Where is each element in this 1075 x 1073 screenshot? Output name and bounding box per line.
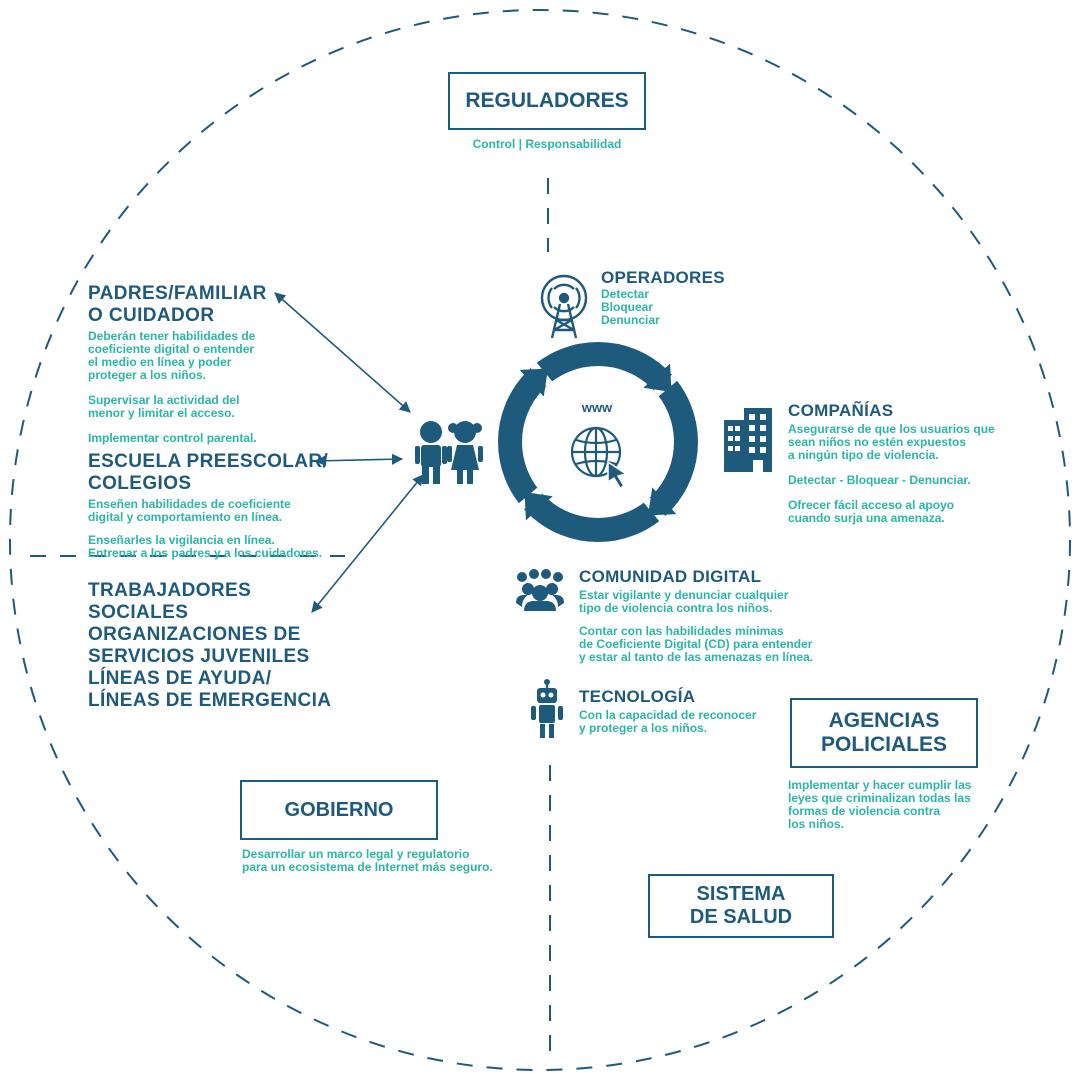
robot-icon — [531, 679, 563, 738]
tecnologia-title: TECNOLOGÍA — [579, 687, 696, 706]
operadores-item-bloquear: Bloquear — [601, 300, 654, 314]
padres-text-1: Deberán tener habilidades de coeficiente… — [88, 329, 256, 382]
agencias-text-1: Implementar y hacer cumplir las leyes qu… — [788, 778, 972, 831]
padres-text-3: Implementar control parental. — [88, 431, 257, 445]
community-people-icon — [516, 569, 564, 611]
agencias-title-line1: AGENCIAS — [828, 709, 940, 732]
companias-text-1: Asegurarse de que los usuarios que sean … — [788, 422, 995, 462]
antenna-tower-icon — [540, 274, 588, 339]
padres-title-line2: O CUIDADOR — [88, 305, 215, 326]
padres-title-line1: PADRES/FAMILIAR — [88, 283, 267, 304]
companias-block: COMPAÑÍAS Asegurarse de que los usuarios… — [788, 401, 1038, 525]
comunidad-text-1: Estar vigilante y denunciar cualquier ti… — [579, 588, 789, 615]
www-label: www — [581, 400, 613, 415]
operadores-item-denunciar: Denunciar — [601, 313, 660, 327]
trabajadores-line-4: SERVICIOS JUVENILES — [88, 646, 310, 667]
companias-text-2: Detectar - Bloquear - Denunciar. — [788, 473, 971, 487]
globe-cursor-icon — [570, 426, 628, 489]
gobierno-box: GOBIERNO — [240, 780, 438, 840]
tecnologia-block: TECNOLOGÍA Con la capacidad de reconocer… — [579, 687, 789, 735]
reguladores-box: REGULADORES — [448, 72, 646, 130]
padres-block: PADRES/FAMILIAR O CUIDADOR Deberán tener… — [88, 283, 318, 445]
escuela-text-2: Enseñarles la vigilancia en línea. Entre… — [88, 533, 323, 560]
operadores-block: OPERADORES Detectar Bloquear Denunciar — [601, 268, 725, 327]
salud-title-line2: DE SALUD — [689, 906, 793, 928]
companias-title: COMPAÑÍAS — [788, 401, 894, 420]
operadores-item-detectar: Detectar — [601, 287, 650, 301]
comunidad-text-2: Contar con las habilidades mínimas de Co… — [579, 624, 814, 664]
comunidad-block: COMUNIDAD DIGITAL Estar vigilante y denu… — [579, 567, 869, 664]
reguladores-subtitle: Control | Responsabilidad — [472, 137, 622, 151]
escuela-block: ESCUELA PREESCOLAR/ COLEGIOS Enseñen hab… — [88, 451, 358, 560]
building-icon — [724, 408, 772, 472]
salud-title-line1: SISTEMA — [696, 883, 786, 905]
arrow-trabajadores — [311, 474, 424, 613]
agencias-box: AGENCIAS POLICIALES — [790, 698, 978, 768]
gobierno-text-1: Desarrollar un marco legal y regulatorio… — [242, 847, 493, 874]
companias-text-3: Ofrecer fácil acceso al apoyo cuando sur… — [788, 498, 955, 525]
agencias-title-line2: POLICIALES — [820, 733, 947, 756]
escuela-title-line1: ESCUELA PREESCOLAR/ — [88, 451, 329, 472]
escuela-text-1: Enseñen habilidades de coeficiente digit… — [88, 497, 291, 524]
outer-dashed-circle — [9, 9, 1071, 1071]
escuela-title-line2: COLEGIOS — [88, 473, 192, 494]
padres-text-2: Supervisar la actividad del menor y limi… — [88, 393, 240, 420]
cycle-ring — [498, 342, 698, 542]
trabajadores-line-6: LÍNEAS DE EMERGENCIA — [88, 690, 332, 711]
reguladores-title: REGULADORES — [465, 89, 629, 112]
arrow-padres — [274, 292, 411, 413]
trabajadores-line-2: SOCIALES — [88, 602, 189, 623]
trabajadores-line-5: LÍNEAS DE AYUDA/ — [88, 668, 272, 689]
operadores-title: OPERADORES — [601, 268, 725, 287]
tecnologia-text-1: Con la capacidad de reconocer y proteger… — [579, 708, 757, 735]
arrow-escuela — [314, 453, 404, 467]
comunidad-title: COMUNIDAD DIGITAL — [579, 567, 762, 586]
trabajadores-line-1: TRABAJADORES — [88, 580, 252, 601]
children-icon — [415, 421, 483, 484]
trabajadores-block: TRABAJADORES SOCIALES ORGANIZACIONES DE … — [88, 580, 348, 712]
gobierno-title: GOBIERNO — [284, 798, 394, 821]
trabajadores-line-3: ORGANIZACIONES DE — [88, 624, 301, 645]
salud-box: SISTEMA DE SALUD — [648, 874, 834, 938]
